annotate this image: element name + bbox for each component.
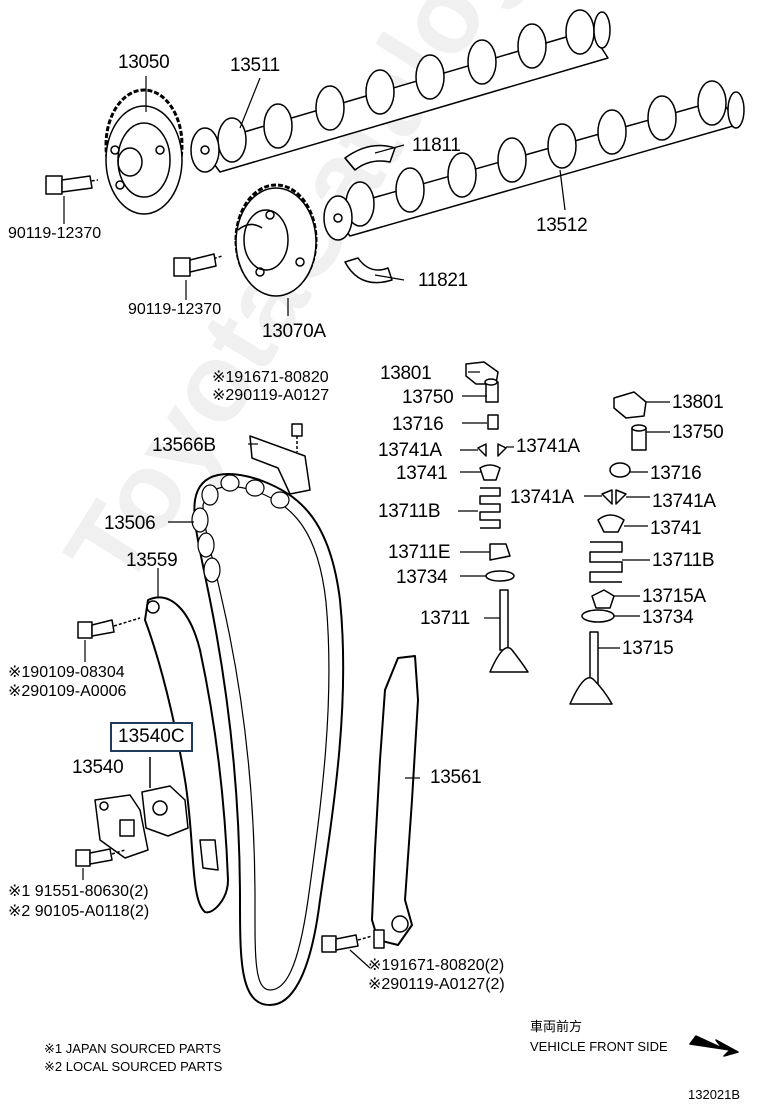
label-13750-right[interactable]: 13750 [672, 422, 724, 443]
label-13711B-left[interactable]: 13711B [378, 501, 441, 522]
chain-guide-drawing [249, 423, 311, 495]
chain-slipper-drawing [144, 596, 229, 914]
label-13506[interactable]: 13506 [104, 513, 156, 534]
tensioner-bolt-drawing [75, 848, 126, 867]
label-90119-12370-a[interactable]: 90119-12370 [8, 225, 102, 242]
label-13801-right[interactable]: 13801 [672, 392, 724, 413]
label-13559[interactable]: 13559 [126, 550, 178, 571]
label-13734-left[interactable]: 13734 [396, 567, 448, 588]
leader-lines [63, 76, 670, 969]
label-90105-A0118[interactable]: ※2 90105-A0118(2) [8, 903, 150, 920]
label-13716-right[interactable]: 13716 [650, 463, 702, 484]
label-13512[interactable]: 13512 [536, 215, 588, 236]
label-91671-80820[interactable]: ※191671-80820 [212, 369, 329, 386]
label-13050[interactable]: 13050 [118, 52, 170, 73]
label-13750-left[interactable]: 13750 [402, 387, 454, 408]
intake-camshaft-drawing [190, 9, 611, 173]
label-13715-right[interactable]: 13715 [622, 638, 674, 659]
note-local-sourced: ※2 LOCAL SOURCED PARTS [44, 1059, 223, 1074]
label-13715A-right[interactable]: 13715A [642, 586, 706, 607]
label-13540[interactable]: 13540 [72, 757, 124, 778]
label-11811[interactable]: 11811 [412, 135, 461, 156]
label-91551-80630[interactable]: ※1 91551-80630(2) [8, 883, 149, 900]
damper-bolt-drawing [321, 934, 373, 953]
label-13070A[interactable]: 13070A [262, 321, 326, 342]
bearing-lower-drawing [344, 257, 393, 284]
label-90119-A0127-2[interactable]: ※290119-A0127(2) [368, 976, 505, 993]
label-91671-80820-2[interactable]: ※191671-80820(2) [368, 957, 505, 974]
intake-sprocket-drawing [104, 88, 184, 215]
label-13741A-left-a[interactable]: 13741A [378, 440, 442, 461]
label-13734-right[interactable]: 13734 [642, 607, 694, 628]
label-13741A-right-b[interactable]: 13741A [652, 491, 716, 512]
left-valve-stack-drawing [465, 361, 529, 673]
timing-chain-drawing [191, 473, 345, 1006]
label-11821[interactable]: 11821 [418, 270, 468, 291]
label-90109-08304[interactable]: ※190109-08304 [8, 664, 125, 681]
exhaust-sprocket-drawing [234, 183, 318, 297]
tensioner-drawing [94, 757, 189, 859]
slipper-bolt-drawing [77, 617, 141, 639]
label-90119-A0127[interactable]: ※290119-A0127 [212, 387, 330, 404]
label-13741A-left-b[interactable]: 13741A [516, 436, 580, 457]
label-13741A-right-a[interactable]: 13741A [510, 487, 574, 508]
bolt-b-drawing [173, 253, 223, 277]
label-13711-left[interactable]: 13711 [420, 608, 470, 629]
note-vehicle-front-side: VEHICLE FRONT SIDE [530, 1039, 668, 1054]
exhaust-camshaft-drawing [323, 80, 745, 241]
label-13741-left[interactable]: 13741 [396, 463, 448, 484]
label-13711E-left[interactable]: 13711E [388, 542, 451, 563]
label-90109-A0006[interactable]: ※290109-A0006 [8, 683, 127, 700]
label-13716-left[interactable]: 13716 [392, 414, 444, 435]
label-13566B[interactable]: 13566B [152, 435, 216, 456]
label-13711B-right[interactable]: 13711B [652, 550, 715, 571]
label-13801-left[interactable]: 13801 [380, 363, 432, 384]
label-13741-right[interactable]: 13741 [650, 518, 702, 539]
label-13511[interactable]: 13511 [230, 55, 280, 76]
diagram-code: 132021B [688, 1087, 741, 1102]
note-vehicle-front-jp: 車両前方 [530, 1019, 583, 1034]
label-13540C-highlighted[interactable]: 13540C [110, 722, 193, 752]
bearing-upper-drawing [344, 144, 396, 171]
label-13561[interactable]: 13561 [430, 767, 482, 788]
front-arrow-drawing [689, 1035, 739, 1057]
chain-damper-drawing [371, 655, 419, 949]
bolt-a-drawing [45, 175, 99, 195]
label-90119-12370-b[interactable]: 90119-12370 [128, 301, 222, 318]
right-valve-stack-drawing [569, 391, 647, 705]
note-japan-sourced: ※1 JAPAN SOURCED PARTS [44, 1041, 222, 1056]
